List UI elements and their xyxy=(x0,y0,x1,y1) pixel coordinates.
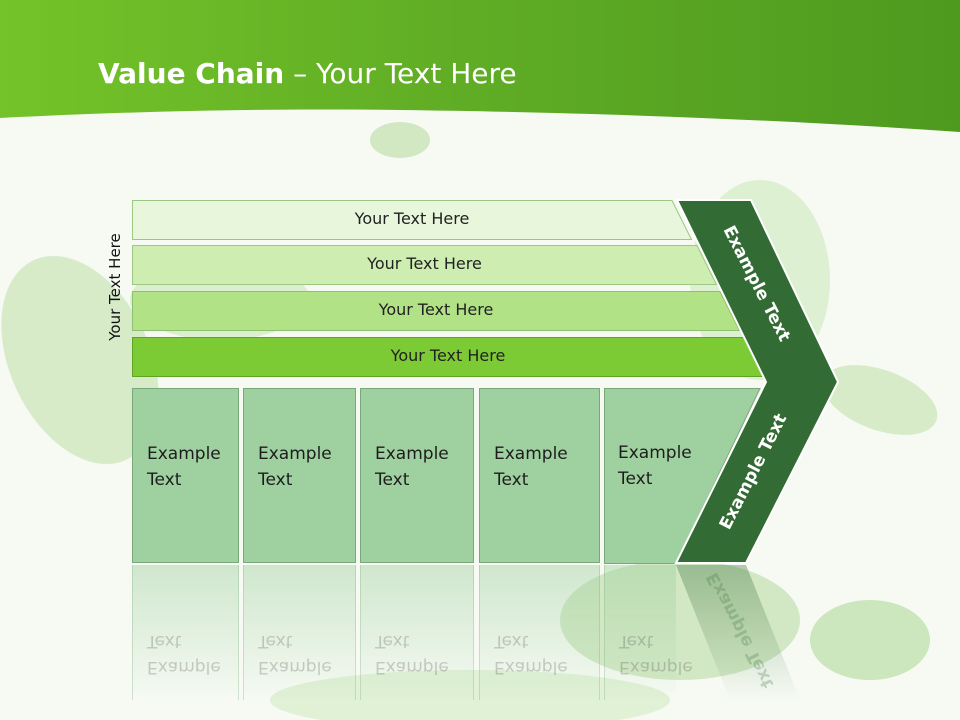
column-4-reflection: Example Text xyxy=(479,565,600,700)
header-wave xyxy=(0,0,960,132)
column-3: Example Text xyxy=(360,388,474,563)
column-5: Example Text xyxy=(604,388,754,563)
column-2-reflection: Example Text xyxy=(243,565,356,700)
band-3-shape xyxy=(132,291,740,331)
column-4: Example Text xyxy=(479,388,600,563)
column-3-label: Example Text xyxy=(375,444,449,490)
column-1-reflection: Example Text xyxy=(132,565,239,700)
column-4-label: Example Text xyxy=(494,444,568,490)
band-1-shape xyxy=(132,200,692,240)
column-2-label: Example Text xyxy=(258,444,332,490)
column-5-label: Example Text xyxy=(618,443,692,489)
slide-title: Value Chain – Your Text Here xyxy=(98,54,517,94)
chevron-reflection xyxy=(676,565,800,700)
column-1-label: Example Text xyxy=(147,444,221,490)
band-2: Your Text Here xyxy=(132,245,717,285)
band-4: Your Text Here xyxy=(132,337,764,377)
band-3-label: Your Text Here xyxy=(378,300,494,319)
column-2: Example Text xyxy=(243,388,356,563)
title-bold: Value Chain xyxy=(98,57,285,90)
band-4-label: Your Text Here xyxy=(390,346,506,365)
band-2-label: Your Text Here xyxy=(367,254,482,273)
band-1-label: Your Text Here xyxy=(354,209,470,228)
column-3-reflection: Example Text xyxy=(360,565,474,700)
band-3: Your Text Here xyxy=(132,291,740,331)
column-5-reflection: Example Text xyxy=(604,565,693,700)
title-rest: – Your Text Here xyxy=(284,57,517,90)
column-1: Example Text xyxy=(132,388,239,563)
band-1: Your Text Here xyxy=(132,200,692,240)
chevron-shape xyxy=(674,199,840,564)
band-2-shape xyxy=(132,245,717,285)
